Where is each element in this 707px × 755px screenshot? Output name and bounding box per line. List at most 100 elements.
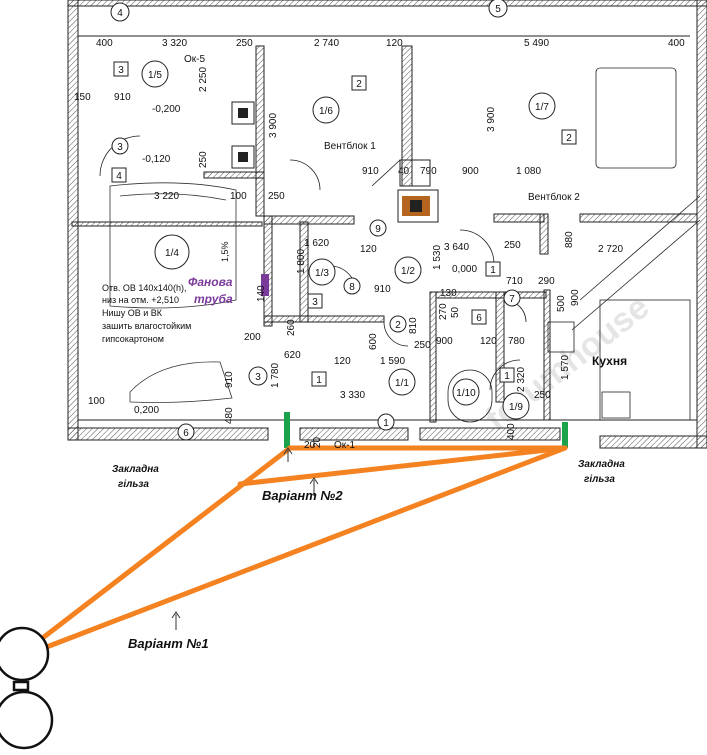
svg-text:140: 140 bbox=[256, 285, 267, 302]
svg-text:120: 120 bbox=[386, 38, 403, 49]
svg-text:400: 400 bbox=[668, 38, 685, 49]
svg-text:710: 710 bbox=[506, 276, 523, 287]
svg-text:250: 250 bbox=[504, 240, 521, 251]
svg-text:3 640: 3 640 bbox=[444, 242, 469, 253]
interior-walls bbox=[71, 45, 698, 423]
svg-text:5 490: 5 490 bbox=[524, 38, 549, 49]
door-swings bbox=[99, 67, 691, 423]
variant-arrows bbox=[171, 447, 319, 630]
svg-text:600: 600 bbox=[368, 333, 379, 350]
svg-text:150: 150 bbox=[74, 92, 91, 103]
axis-markers bbox=[110, 0, 508, 22]
vertical-dimensions: 2 250 250 3 900 3 900 880 1 800 1 530 50… bbox=[198, 67, 581, 448]
fan-pipe-marker bbox=[261, 274, 269, 296]
window-label-ok1: Ок-1 bbox=[334, 440, 355, 451]
svg-text:780: 780 bbox=[508, 336, 525, 347]
svg-text:480: 480 bbox=[224, 407, 235, 424]
window-mark-1: 1 bbox=[383, 418, 389, 429]
pipe-routes bbox=[37, 445, 568, 651]
door-mark-3: 3 bbox=[117, 142, 123, 153]
box-3c: 3 bbox=[312, 297, 318, 308]
level-mark-3: 0,000 bbox=[452, 264, 477, 275]
svg-text:250: 250 bbox=[534, 390, 551, 401]
svg-text:1 590: 1 590 bbox=[380, 356, 405, 367]
boxed-marks bbox=[111, 61, 577, 387]
svg-text:2 740: 2 740 bbox=[314, 38, 339, 49]
svg-text:130: 130 bbox=[440, 288, 457, 299]
level-mark-4: 0,200 bbox=[134, 405, 159, 416]
sleeve-left-label-1: Закладна bbox=[112, 464, 159, 475]
room-1-7: 1/7 bbox=[535, 102, 549, 113]
slope-label: 1,5% bbox=[220, 241, 230, 262]
box-1a: 1 bbox=[490, 265, 496, 276]
kitchen-label: Кухня bbox=[592, 354, 627, 368]
svg-text:3 220: 3 220 bbox=[154, 191, 179, 202]
svg-text:810: 810 bbox=[408, 317, 419, 334]
svg-text:50: 50 bbox=[450, 306, 461, 318]
svg-text:500: 500 bbox=[556, 295, 567, 312]
septic-wells bbox=[0, 626, 54, 750]
dimensions: 400 3 320 250 2 740 120 5 490 400 150 91… bbox=[74, 38, 685, 451]
vent-block-2 bbox=[397, 159, 439, 223]
svg-text:2 720: 2 720 bbox=[598, 244, 623, 255]
outer-walls bbox=[67, 0, 707, 449]
svg-text:910: 910 bbox=[224, 371, 235, 388]
vent-block-1-label: Вентблок 1 bbox=[324, 140, 376, 152]
svg-text:400: 400 bbox=[96, 38, 113, 49]
door-mark-7: 7 bbox=[509, 294, 515, 305]
room-1-4: 1/4 bbox=[165, 248, 179, 259]
door-mark-3b: 3 bbox=[255, 372, 261, 383]
room-1-10: 1/10 bbox=[456, 388, 476, 399]
box-6: 6 bbox=[476, 313, 482, 324]
svg-text:910: 910 bbox=[362, 166, 379, 177]
svg-text:250: 250 bbox=[236, 38, 253, 49]
room-1-5: 1/5 bbox=[148, 70, 162, 81]
svg-text:1 800: 1 800 bbox=[296, 249, 307, 274]
sleeve-right-label-1: Закладна bbox=[578, 459, 625, 470]
svg-text:3 320: 3 320 bbox=[162, 38, 187, 49]
svg-text:270: 270 bbox=[438, 303, 449, 320]
svg-text:120: 120 bbox=[334, 356, 351, 367]
room-1-3: 1/3 bbox=[315, 268, 329, 279]
svg-text:1 570: 1 570 bbox=[560, 355, 571, 380]
room-1-6: 1/6 bbox=[319, 106, 333, 117]
svg-text:1 530: 1 530 bbox=[432, 245, 443, 270]
axis-4: 4 bbox=[117, 8, 123, 19]
door-mark-8: 8 bbox=[349, 282, 355, 293]
svg-text:40: 40 bbox=[398, 166, 410, 177]
door-mark-2: 2 bbox=[395, 320, 401, 331]
svg-text:790: 790 bbox=[420, 166, 437, 177]
svg-text:3 900: 3 900 bbox=[486, 107, 497, 132]
construction-note-line-5: гипсокартоном bbox=[102, 334, 164, 344]
svg-text:1 780: 1 780 bbox=[270, 363, 281, 388]
car-outlines bbox=[109, 182, 237, 403]
svg-text:3 900: 3 900 bbox=[268, 113, 279, 138]
room-1-2: 1/2 bbox=[401, 266, 415, 277]
construction-note-line-4: зашить влагостойким bbox=[102, 321, 191, 331]
fan-pipe-label-1: Фанова bbox=[188, 275, 233, 289]
variant-1-label: Варіант №1 bbox=[128, 636, 209, 651]
window-mark-6: 6 bbox=[183, 428, 189, 439]
box-3: 3 bbox=[118, 65, 124, 76]
window-label-ok5: Ок-5 bbox=[184, 54, 205, 65]
construction-note-line-1: Отв. ОВ 140х140(h), bbox=[102, 283, 186, 293]
svg-text:20: 20 bbox=[304, 440, 316, 451]
level-mark-1: -0,200 bbox=[152, 104, 181, 115]
sleeve-right bbox=[562, 422, 568, 448]
svg-text:900: 900 bbox=[462, 166, 479, 177]
box-2a: 2 bbox=[356, 79, 362, 90]
fan-pipe-label-2: труба bbox=[194, 292, 233, 306]
box-1b: 1 bbox=[316, 375, 322, 386]
svg-text:910: 910 bbox=[114, 92, 131, 103]
svg-text:120: 120 bbox=[480, 336, 497, 347]
svg-text:100: 100 bbox=[88, 396, 105, 407]
svg-text:250: 250 bbox=[268, 191, 285, 202]
svg-text:880: 880 bbox=[564, 231, 575, 248]
svg-text:900: 900 bbox=[570, 289, 581, 306]
svg-text:250: 250 bbox=[198, 151, 209, 168]
svg-text:400: 400 bbox=[506, 423, 517, 440]
svg-text:2 320: 2 320 bbox=[516, 367, 527, 392]
svg-text:290: 290 bbox=[538, 276, 555, 287]
